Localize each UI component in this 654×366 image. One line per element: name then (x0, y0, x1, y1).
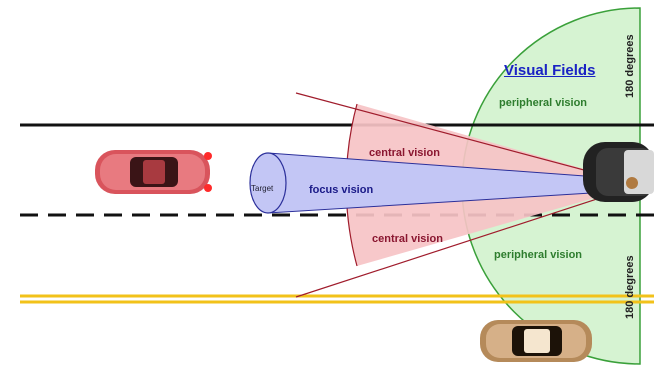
degrees-label-bottom: 180 degrees (624, 255, 636, 319)
central-edge-bottom (295, 184, 641, 298)
diagram-title: Visual Fields (504, 62, 596, 79)
central-vision-label-bottom: central vision (372, 233, 443, 245)
target-label: Target (251, 184, 274, 193)
red-car (95, 150, 212, 194)
focus-vision-label: focus vision (309, 184, 374, 196)
central-edge-top (295, 92, 641, 186)
peripheral-vision-label-bottom: peripheral vision (494, 249, 583, 261)
degrees-label-top: 180 degrees (624, 34, 636, 98)
target-ellipse (249, 152, 287, 214)
tan-car (480, 320, 592, 362)
driver-car (583, 142, 654, 202)
peripheral-vision-label-top: peripheral vision (499, 97, 588, 109)
central-vision-label-top: central vision (369, 147, 440, 159)
